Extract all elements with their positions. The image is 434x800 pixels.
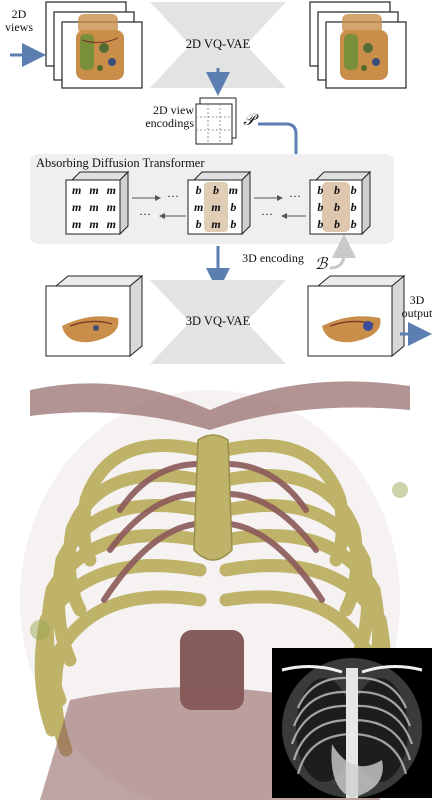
conditioning-arrow [258,122,308,186]
token-b: b [230,200,237,214]
masked-token-cube [65,170,130,236]
token-m: m [106,200,116,214]
vqvae-2d-label: 2D VQ-VAE [185,37,251,51]
token-b: b [350,183,357,197]
token-b: b [317,200,324,214]
volume-cube-left [45,274,144,358]
reconstructed-view-stack [309,1,407,89]
p-symbol: 𝒫 [243,112,255,129]
token-m: m [106,217,116,231]
vqvae-2d-shape [150,2,286,88]
token-m: m [106,183,116,197]
token-b: b [230,217,237,231]
token-b: b [333,183,340,197]
vqvae-3d-shape [150,280,286,364]
token-b: b [195,183,202,197]
token-b: b [333,217,340,231]
mask-token-grid: m m m m m m m m m [68,183,120,232]
partial-token-grid: b b m m m b b m b [190,183,242,232]
token-m: m [89,200,99,214]
pipeline-diagram: 2D views [0,0,434,370]
encoding-feedback-arrow [329,234,356,270]
chest-xray-inset [272,648,432,798]
token-m: m [211,200,221,214]
token-m: m [89,183,99,197]
b-symbol: ℬ [314,256,328,273]
token-m: m [71,200,82,214]
ellipsis: ··· [167,189,179,203]
token-m: m [193,200,204,214]
token-m: m [89,217,99,231]
ellipsis: ··· [289,189,301,203]
token-b: b [350,217,357,231]
token-m: m [211,217,221,231]
token-b: b [195,217,202,231]
token-b: b [333,200,340,214]
input-view-stack [45,1,143,89]
transformer-title: Absorbing Diffusion Transformer [36,156,205,170]
volume-cube-right [307,274,406,358]
view-encoding-grids [195,97,237,145]
vqvae-3d-label: 3D VQ-VAE [185,314,251,328]
encoding-3d-label: 3D encoding [242,251,304,265]
full-token-grid: b b b b b b b b b [312,183,362,232]
view-encodings-label: 2D view encodings [145,103,194,130]
ellipsis: ··· [261,207,273,221]
output-label: 3D output [401,293,433,320]
ellipsis: ··· [139,207,151,221]
full-token-cube [309,170,372,236]
token-m: m [71,183,82,197]
token-b: b [317,183,324,197]
input-views-label: 2D views [5,7,33,34]
token-b: b [317,217,324,231]
token-m: m [71,217,82,231]
partial-token-cube [187,170,252,236]
token-b: b [350,200,357,214]
diagram-arrows [10,1,432,364]
token-b: b [212,183,219,197]
token-m: m [228,183,238,197]
